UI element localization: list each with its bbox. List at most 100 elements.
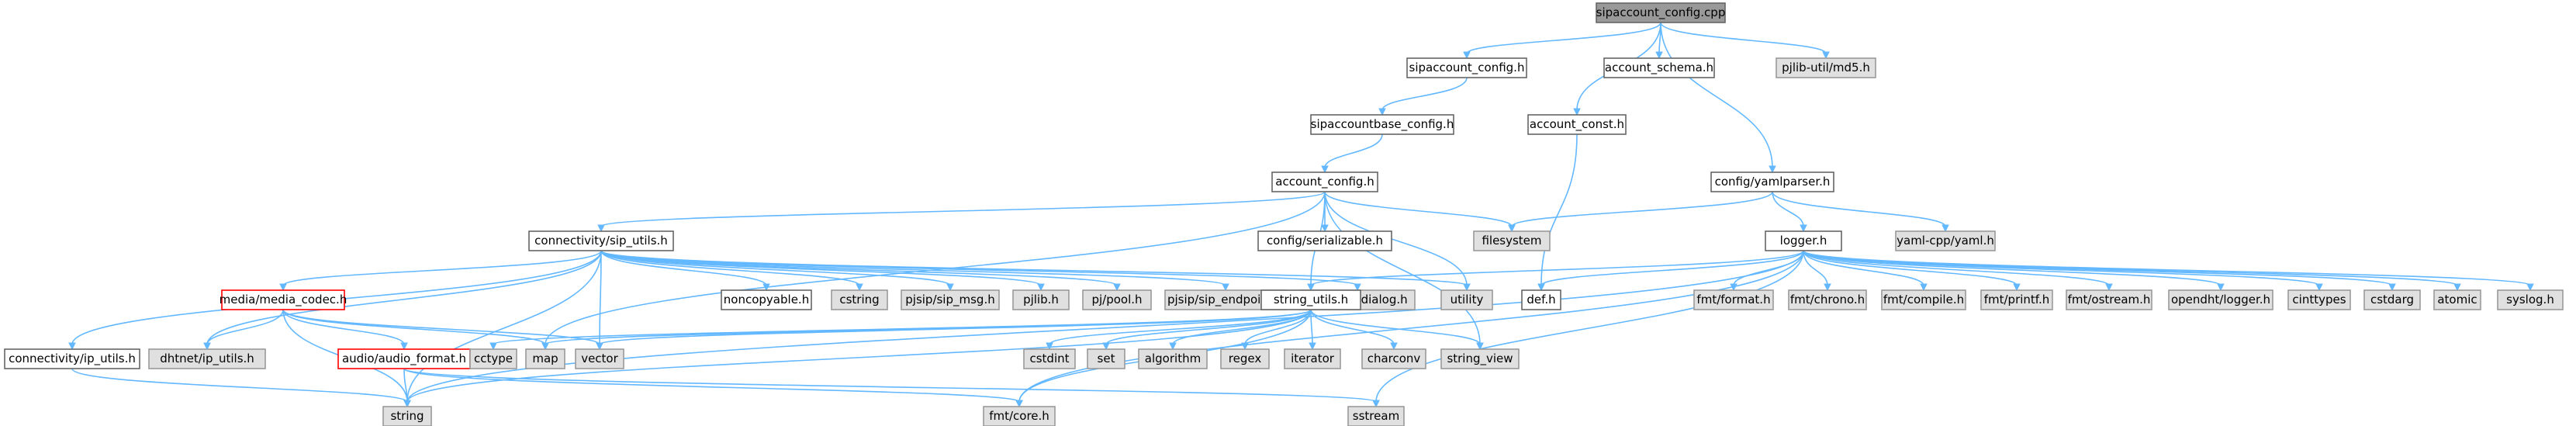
arrowhead-icon — [2217, 283, 2225, 292]
arrowhead-icon — [1354, 283, 1361, 292]
node-config-serializable-h[interactable]: config/serializable.h — [1257, 230, 1392, 251]
node-box — [337, 348, 471, 369]
edge-media-media-codec-h-to-audio-audio-format-h — [282, 309, 405, 345]
edge-config-yamlparser-h-to-yaml-cpp-yaml-h — [1772, 191, 1946, 227]
node-label: def.h — [1527, 293, 1555, 307]
node-noncopyable-h[interactable]: noncopyable.h — [721, 289, 812, 310]
edge-string-utils-h-to-string — [406, 309, 1312, 403]
arrowhead-icon — [762, 283, 770, 292]
node-logger-h[interactable]: logger.h — [1765, 230, 1842, 251]
node-box — [382, 406, 432, 426]
node-box — [4, 348, 140, 369]
node-label: iterator — [1291, 352, 1335, 365]
node-cstdint: cstdint — [1023, 348, 1076, 369]
node-label: connectivity/sip_utils.h — [534, 234, 668, 248]
node-account-config-h[interactable]: account_config.h — [1271, 171, 1378, 192]
node-label: cstdint — [1029, 352, 1069, 365]
node-pjlib-h: pjlib.h — [1012, 289, 1070, 310]
node-vector: vector — [575, 348, 624, 369]
edge-logger-h-to-fmt-format-h — [1733, 250, 1804, 286]
node-config-yamlparser-h[interactable]: config/yamlparser.h — [1710, 171, 1834, 192]
node-label: dhtnet/ip_utils.h — [160, 352, 254, 366]
node-box — [1527, 114, 1627, 135]
node-box — [1693, 289, 1774, 310]
node-box — [148, 348, 266, 369]
edge-logger-h-to-fmt-core-h — [1018, 250, 1804, 403]
node-pjlib-util-md5-h: pjlib-util/md5.h — [1776, 57, 1876, 78]
edge-layer — [68, 22, 2534, 408]
node-label: fmt/compile.h — [1883, 293, 1964, 307]
node-sipaccount-config-h[interactable]: sipaccount_config.h — [1406, 57, 1527, 78]
node-box — [1895, 230, 1996, 251]
node-connectivity-sip-utils-h[interactable]: connectivity/sip_utils.h — [528, 230, 674, 251]
node-box — [2433, 289, 2481, 310]
node-box — [575, 348, 624, 369]
edge-account-config-h-to-utility — [1324, 191, 1468, 286]
edge-string-utils-h-to-vector — [599, 309, 1312, 345]
arrowhead-icon — [1920, 283, 1928, 292]
node-box — [1271, 171, 1378, 192]
node-sipaccountbase-config-h[interactable]: sipaccountbase_config.h — [1310, 114, 1454, 135]
node-label: account_config.h — [1275, 175, 1374, 189]
edge-connectivity-sip-utils-h-to-utility — [600, 250, 1468, 286]
arrowhead-icon — [1321, 165, 1329, 174]
node-utility: utility — [1440, 289, 1493, 310]
node-map: map — [525, 348, 565, 369]
node-media-media-codec-h[interactable]: media/media_codec.h — [220, 289, 348, 310]
edge-logger-h-to-fmt-printf-h — [1803, 250, 2018, 286]
arrowhead-icon — [1113, 283, 1121, 292]
node-dhtnet-ip-utils-h: dhtnet/ip_utils.h — [148, 348, 266, 369]
node-box — [528, 230, 674, 251]
node-label: set — [1098, 352, 1115, 365]
node-account-schema-h[interactable]: account_schema.h — [1603, 57, 1715, 78]
arrowhead-icon — [68, 342, 76, 351]
node-label: sipaccount_config.h — [1409, 61, 1525, 75]
node-fmt-format-h: fmt/format.h — [1693, 289, 1774, 310]
node-label: sipaccountbase_config.h — [1311, 117, 1454, 132]
node-label: cinttypes — [2292, 293, 2346, 307]
edge-sipaccountbase-config-h-to-account-config-h — [1324, 133, 1383, 168]
node-box — [1082, 289, 1152, 310]
edge-connectivity-sip-utils-h-to-pjsip-sip-msg-h — [600, 250, 951, 286]
arrowhead-icon — [2453, 283, 2461, 292]
node-box — [1138, 348, 1208, 369]
edge-connectivity-ip-utils-h-to-string — [71, 368, 408, 403]
node-account-const-h[interactable]: account_const.h — [1527, 114, 1627, 135]
node-box — [1521, 289, 1561, 310]
node-string-utils-h[interactable]: string_utils.h — [1260, 289, 1361, 310]
node-label: cctype — [474, 352, 513, 365]
edge-string-utils-h-to-set — [1105, 309, 1312, 345]
node-box — [525, 348, 565, 369]
node-box — [2363, 289, 2421, 310]
node-box — [1023, 348, 1076, 369]
node-audio-audio-format-h[interactable]: audio/audio_format.h — [337, 348, 471, 369]
node-def-h[interactable]: def.h — [1521, 289, 1561, 310]
node-label: filesystem — [1482, 234, 1541, 248]
arrowhead-icon — [1800, 224, 1807, 233]
node-label: opendht/logger.h — [2171, 293, 2270, 307]
edge-connectivity-sip-utils-h-to-cstring — [600, 250, 860, 286]
node-label: pjlib-util/md5.h — [1782, 61, 1870, 74]
node-cstring: cstring — [831, 289, 888, 310]
node-label: cstring — [839, 293, 879, 307]
node-sipaccount-config-cpp[interactable]: sipaccount_config.cpp — [1596, 2, 1726, 23]
node-label: fmt/ostream.h — [2068, 293, 2151, 307]
node-set: set — [1087, 348, 1125, 369]
arrowhead-icon — [946, 283, 954, 292]
arrowhead-icon — [489, 342, 497, 351]
arrowhead-icon — [2105, 283, 2113, 292]
edge-account-const-h-to-def-h — [1540, 133, 1578, 286]
node-label: sstream — [1353, 409, 1399, 423]
node-layer: sipaccount_config.cpp sipaccount_config.h… — [4, 2, 2564, 426]
node-string: string — [382, 406, 432, 426]
node-connectivity-ip-utils-h[interactable]: connectivity/ip_utils.h — [4, 348, 140, 369]
edge-audio-audio-format-h-to-fmt-core-h — [403, 368, 1020, 403]
node-label: string — [390, 409, 424, 423]
arrowhead-icon — [203, 342, 211, 351]
node-label: account_schema.h — [1605, 61, 1713, 75]
edge-config-yamlparser-h-to-logger-h — [1772, 191, 1804, 227]
edge-sipaccount-config-cpp-to-sipaccount-config-h — [1466, 22, 1661, 54]
node-box — [1440, 348, 1520, 369]
node-label: regex — [1229, 352, 1262, 365]
edge-sipaccount-config-cpp-to-config-yamlparser-h — [1660, 22, 1773, 168]
